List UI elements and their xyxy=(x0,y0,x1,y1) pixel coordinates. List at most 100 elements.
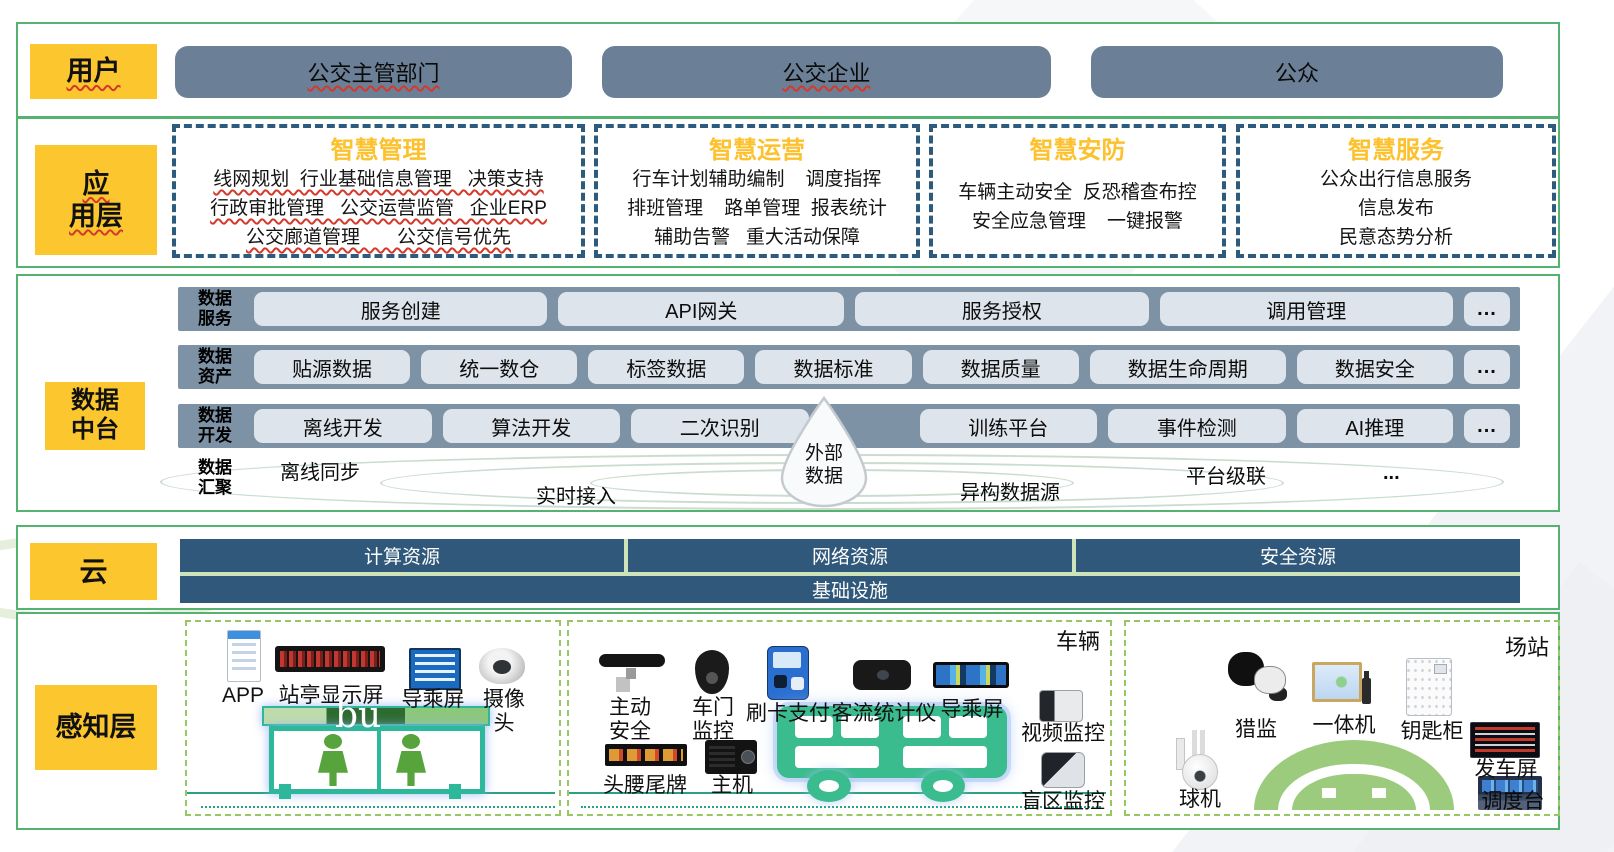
application-layer-label: 应 用层 xyxy=(35,145,157,255)
app-group-smart-service: 智慧服务 公众出行信息服务信息发布民意态势分析 xyxy=(1236,124,1556,258)
app-item-line: 公交廊道管理 公交信号优先 xyxy=(246,227,511,248)
data-service-item: 调用管理 xyxy=(1159,292,1453,326)
data-dev-row-label: 数据开发 xyxy=(198,406,232,445)
card-reader-label: 刷卡支付 xyxy=(746,702,830,725)
data-service-item: 服务创建 xyxy=(254,292,548,326)
application-layer-label-line2: 用层 xyxy=(69,201,123,231)
door-camera-label: 车门监控 xyxy=(692,696,734,743)
cloud-resource-bar: 安全资源 xyxy=(1076,539,1520,572)
active-safety-label: 主动安全 xyxy=(609,696,651,743)
data-hub-row-label: 数据汇聚 xyxy=(198,458,232,497)
app-item-line: 车辆主动安全 反恐稽查布控 xyxy=(958,182,1197,203)
cloud-layer: 云 计算资源网络资源安全资源 基础设施 xyxy=(16,525,1560,610)
depot-box: 场站 猎监 一体机 钥匙柜 发车屏 球机 调度台 xyxy=(1124,620,1560,816)
blindspot-camera-label: 盲区监控 xyxy=(1021,790,1105,813)
host-unit-icon xyxy=(705,740,757,774)
data-service-item: 服务授权 xyxy=(855,292,1149,326)
app-item-line: 辅助告警 重大活动保障 xyxy=(654,227,860,248)
hunter-monitor-icon xyxy=(1226,650,1292,702)
phone-app-icon xyxy=(227,630,261,682)
vehicle-box: 车辆 主动安全 车门监控 刷卡支付 客流统计仪 导乘屏 视频监控 盲区监控 头腰… xyxy=(567,620,1112,816)
data-asset-item: ... xyxy=(1463,350,1510,384)
guide-screen-icon xyxy=(409,648,461,690)
data-asset-item: 贴源数据 xyxy=(254,350,411,384)
data-asset-row: 数据资产 贴源数据统一数仓标签数据数据标准数据质量数据生命周期数据安全... xyxy=(178,345,1520,389)
data-hub-row: 数据汇聚 离线同步 实时接入 异构数据源 平台级联 ... xyxy=(178,454,1520,510)
shelter-letter: bu xyxy=(335,695,382,736)
external-data-text: 外部数据 xyxy=(804,443,843,487)
app-item-line: 排班管理 路单管理 报表统计 xyxy=(627,198,887,219)
data-platform-label-line2: 中台 xyxy=(71,416,119,443)
user-box-authority-text: 公交主管部门 xyxy=(307,61,440,86)
smart-service-items: 公众出行信息服务信息发布民意态势分析 xyxy=(1240,165,1552,252)
dispatch-console-label: 调度台 xyxy=(1481,790,1545,813)
perception-layer: 感知层 APP 站亭显示屏 导乘屏 摄像头 bu s 车辆 xyxy=(16,612,1560,830)
bus-shelter-leg xyxy=(449,784,461,799)
key-cabinet-icon xyxy=(1406,658,1452,716)
data-platform-label-line1: 数据 xyxy=(71,387,119,415)
data-dev-item: 事件检测 xyxy=(1108,409,1286,443)
card-reader-icon xyxy=(767,646,809,700)
smart-security-title: 智慧安防 xyxy=(1029,137,1126,164)
key-cabinet-label: 钥匙柜 xyxy=(1400,720,1464,743)
station-led-icon xyxy=(275,646,385,672)
data-hub-item: 异构数据源 xyxy=(960,482,1060,504)
cloud-resource-bars: 计算资源网络资源安全资源 基础设施 xyxy=(180,539,1520,603)
data-asset-item: 数据标准 xyxy=(755,350,912,384)
data-asset-row-label: 数据资产 xyxy=(198,347,232,386)
headsign-led-icon xyxy=(605,744,687,766)
data-dev-item: 训练平台 xyxy=(919,409,1098,443)
smart-operation-items: 行车计划辅助编制 调度指挥排班管理 路单管理 报表统计辅助告警 重大活动保障 xyxy=(598,165,916,252)
user-box-public-text: 公众 xyxy=(1274,61,1319,86)
data-hub-item: 离线同步 xyxy=(280,462,360,484)
user-box-enterprise-text: 公交企业 xyxy=(782,61,871,86)
data-hub-item: ... xyxy=(1383,462,1400,484)
data-service-item: API网关 xyxy=(558,292,845,326)
ptz-dome-camera-icon xyxy=(1172,728,1218,792)
data-hub-item: 平台级联 xyxy=(1186,466,1266,488)
vehicle-guide-screen-icon xyxy=(933,662,1009,688)
infrastructure-bar: 基础设施 xyxy=(180,576,1520,603)
shelter-letter: s xyxy=(363,732,377,762)
headsign-led-label: 头腰尾牌 xyxy=(603,774,687,797)
user-box-enterprise: 公交企业 xyxy=(602,46,1051,98)
data-asset-item: 数据质量 xyxy=(922,350,1079,384)
app-label: APP xyxy=(221,684,265,707)
depot-dome-window xyxy=(1372,788,1386,798)
depot-dome-window xyxy=(1322,788,1336,798)
application-layer: 应 用层 智慧管理 线网规划 行业基础信息管理 决策支持行政审批管理 公交运营监… xyxy=(16,117,1560,268)
perception-layer-label: 感知层 xyxy=(35,685,157,770)
data-asset-item: 数据安全 xyxy=(1296,350,1453,384)
app-item-line: 行政审批管理 公交运营监管 企业ERP xyxy=(210,198,547,219)
all-in-one-terminal-icon xyxy=(1312,662,1372,708)
smart-operation-title: 智慧运营 xyxy=(709,137,805,164)
data-dev-item: AI推理 xyxy=(1296,409,1453,443)
dispatch-console-icon xyxy=(1478,776,1542,810)
app-group-smart-operation: 智慧运营 行车计划辅助编制 调度指挥排班管理 路单管理 报表统计辅助告警 重大活… xyxy=(594,124,920,258)
depot-box-title: 场站 xyxy=(1504,635,1549,660)
bus-shelter-frame xyxy=(269,726,485,794)
data-service-row-label: 数据服务 xyxy=(198,289,232,328)
video-camera-icon xyxy=(1039,690,1083,722)
cloud-layer-label-text: 云 xyxy=(79,555,108,587)
cloud-resource-bar: 计算资源 xyxy=(180,539,624,572)
perception-layer-label-text: 感知层 xyxy=(55,712,137,743)
video-camera-label: 视频监控 xyxy=(1021,722,1105,745)
smart-security-items: 车辆主动安全 反恐稽查布控安全应急管理 一键报警 xyxy=(933,178,1222,236)
application-layer-label-line1: 应 xyxy=(82,168,110,199)
water-drop-icon xyxy=(780,395,868,508)
user-layer-label-text: 用户 xyxy=(66,56,121,87)
user-box-public: 公众 xyxy=(1091,46,1503,98)
data-asset-items: 贴源数据统一数仓标签数据数据标准数据质量数据生命周期数据安全... xyxy=(252,350,1520,384)
app-item-line: 信息发布 xyxy=(1357,198,1434,219)
bus-illustration xyxy=(777,706,1007,778)
app-item-line: 行车计划辅助编制 调度指挥 xyxy=(632,169,882,190)
station-stop-box: APP 站亭显示屏 导乘屏 摄像头 bu s xyxy=(185,620,561,816)
dome-camera-label: 摄像头 xyxy=(483,688,525,735)
data-dev-item: 离线开发 xyxy=(254,409,432,443)
cloud-resources: 计算资源网络资源安全资源 xyxy=(180,539,1520,572)
